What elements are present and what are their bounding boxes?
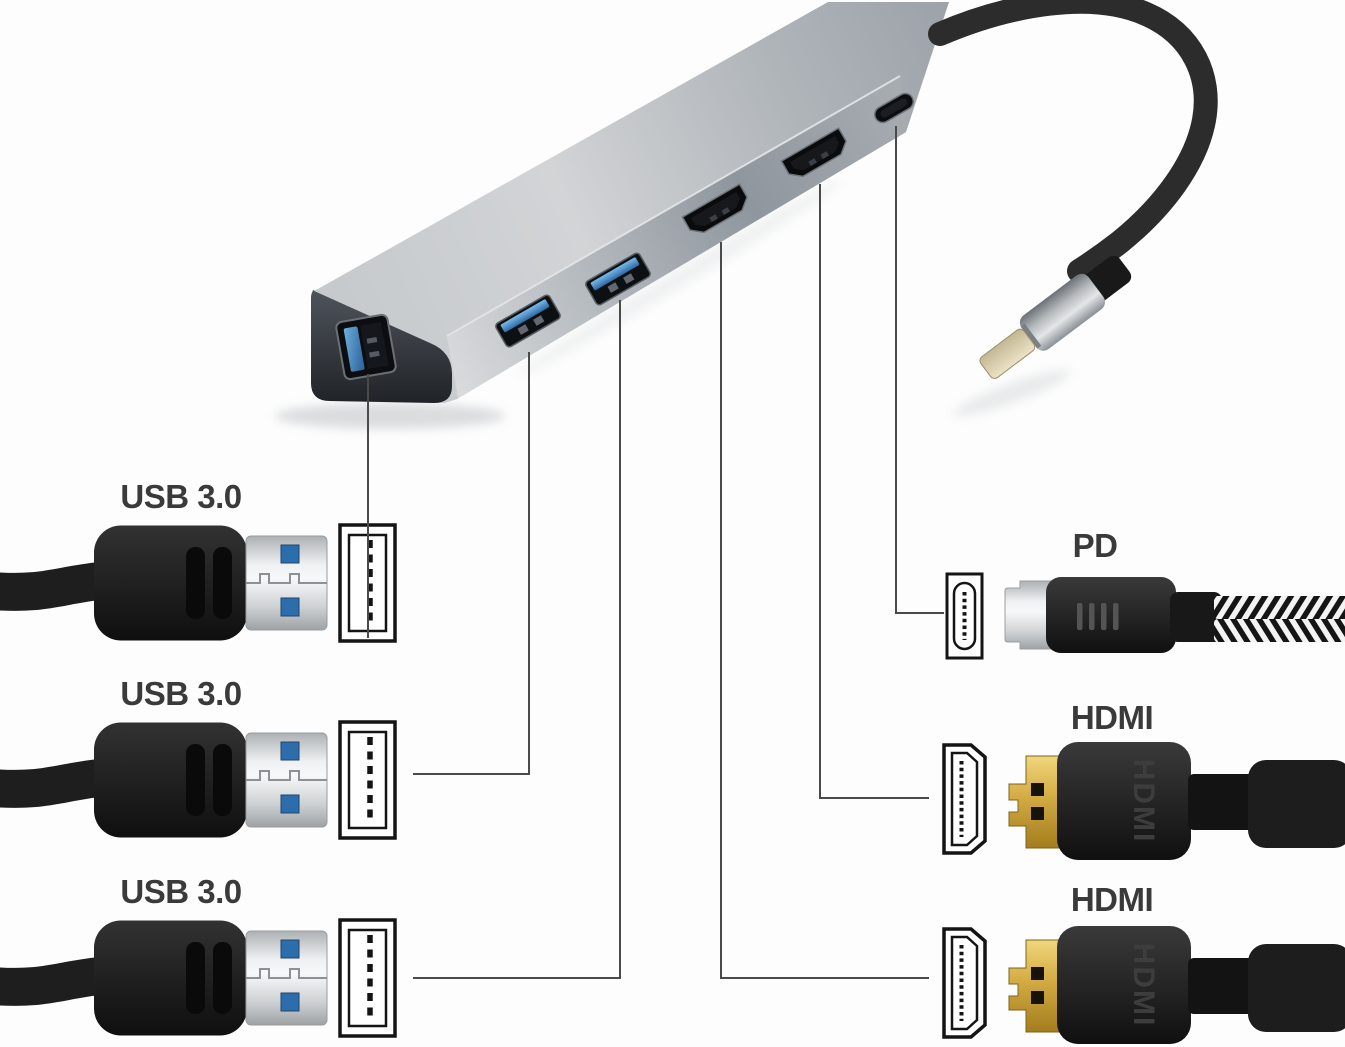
label-hdmi2: HDMI [1071, 881, 1153, 918]
hdmi-port-pin [709, 214, 718, 223]
hub-shadow [275, 403, 505, 429]
pd-braid-bottom [1214, 619, 1345, 642]
pd-cable-neck [1170, 592, 1222, 642]
pd-braid-top [1214, 596, 1345, 619]
usb-a-port-pin [623, 273, 635, 284]
hdmi-cable-group-1: HDMI HDMI [942, 699, 1345, 862]
usb-a-port-cavity [360, 322, 389, 370]
hub-usb-c-cable [928, 0, 1218, 379]
usb-c-cable-wire [928, 0, 1218, 283]
callout-line-hdmi2 [720, 242, 929, 979]
callout-line-pd [895, 126, 944, 614]
hub-usb-a-port-end [335, 313, 397, 381]
hub-usb-c-port [873, 92, 915, 124]
usb-a-port-pin [517, 324, 529, 335]
usb-a-port-blue-tongue [343, 326, 365, 372]
usb-c-socket-icon [945, 572, 984, 660]
label-usb2: USB 3.0 [120, 675, 241, 712]
usb-a-port-blue-tongue [500, 299, 550, 333]
cable-plug-shadow [953, 369, 1071, 417]
label-hdmi1: HDMI [1071, 699, 1153, 736]
hdmi-port-cavity [789, 135, 840, 171]
pd-plug-vent [1089, 603, 1095, 630]
usb-cable-group-2 [0, 722, 395, 838]
hdmi-plug-emboss-1: HDMI [1127, 759, 1160, 844]
hdmi-cable-group-2: HDMI HDMI [942, 881, 1345, 1046]
usb-cable-group-1 [0, 525, 395, 641]
shadows [275, 179, 1071, 429]
pd-plug-vent [1101, 603, 1107, 630]
pd-plug-body [1046, 577, 1176, 653]
usb-a-port-pin [366, 337, 378, 344]
hdmi-plug-emboss-2: HDMI [1127, 943, 1160, 1028]
hdmi-port-cavity [690, 191, 741, 227]
callout-line-usb2 [413, 352, 530, 775]
hdmi-port-pin [808, 158, 817, 167]
pd-plug-vents [1077, 603, 1119, 630]
hub-device [311, 2, 949, 403]
hub-usb-a-port-2 [585, 252, 651, 306]
hub-body [311, 2, 949, 403]
pd-braided-cable [1214, 596, 1345, 642]
usb-c-port-cavity [880, 98, 908, 118]
pd-cable-group: PD [945, 527, 1345, 660]
callout-lines [367, 126, 944, 979]
usb-c-plug-tip [979, 328, 1036, 379]
usb-a-port-blue-tongue [590, 257, 640, 291]
hub-edge-shadow [517, 179, 843, 377]
pd-plug-tip [1004, 580, 1052, 650]
hub-hdmi-port-1 [681, 183, 748, 234]
hdmi-port-pin [820, 151, 830, 160]
hub-ridge-highlight [446, 75, 901, 337]
usb-c-plug-housing [1019, 273, 1106, 351]
usb-cable-group-3 [0, 920, 395, 1036]
usb-c-plug-collar [1020, 323, 1042, 349]
hdmi-port-pin [721, 207, 731, 216]
usb-a-port-pin [607, 282, 619, 293]
label-pd: PD [1073, 527, 1118, 564]
hub-hdmi-port-2 [780, 127, 847, 178]
label-usb1: USB 3.0 [120, 478, 241, 515]
usb-a-port-pin [369, 350, 380, 358]
usb-c-socket-icon-inner [952, 581, 977, 651]
pd-plug-vent [1113, 603, 1119, 630]
callout-line-hdmi1 [819, 184, 929, 799]
usb-c-cable-plug [979, 255, 1132, 379]
label-usb3: USB 3.0 [120, 873, 241, 910]
hub-usb-a-port-1 [495, 294, 561, 348]
usb-a-port-pin [533, 315, 545, 326]
callout-line-usb3 [413, 300, 621, 979]
pd-plug-vent [1077, 603, 1083, 630]
